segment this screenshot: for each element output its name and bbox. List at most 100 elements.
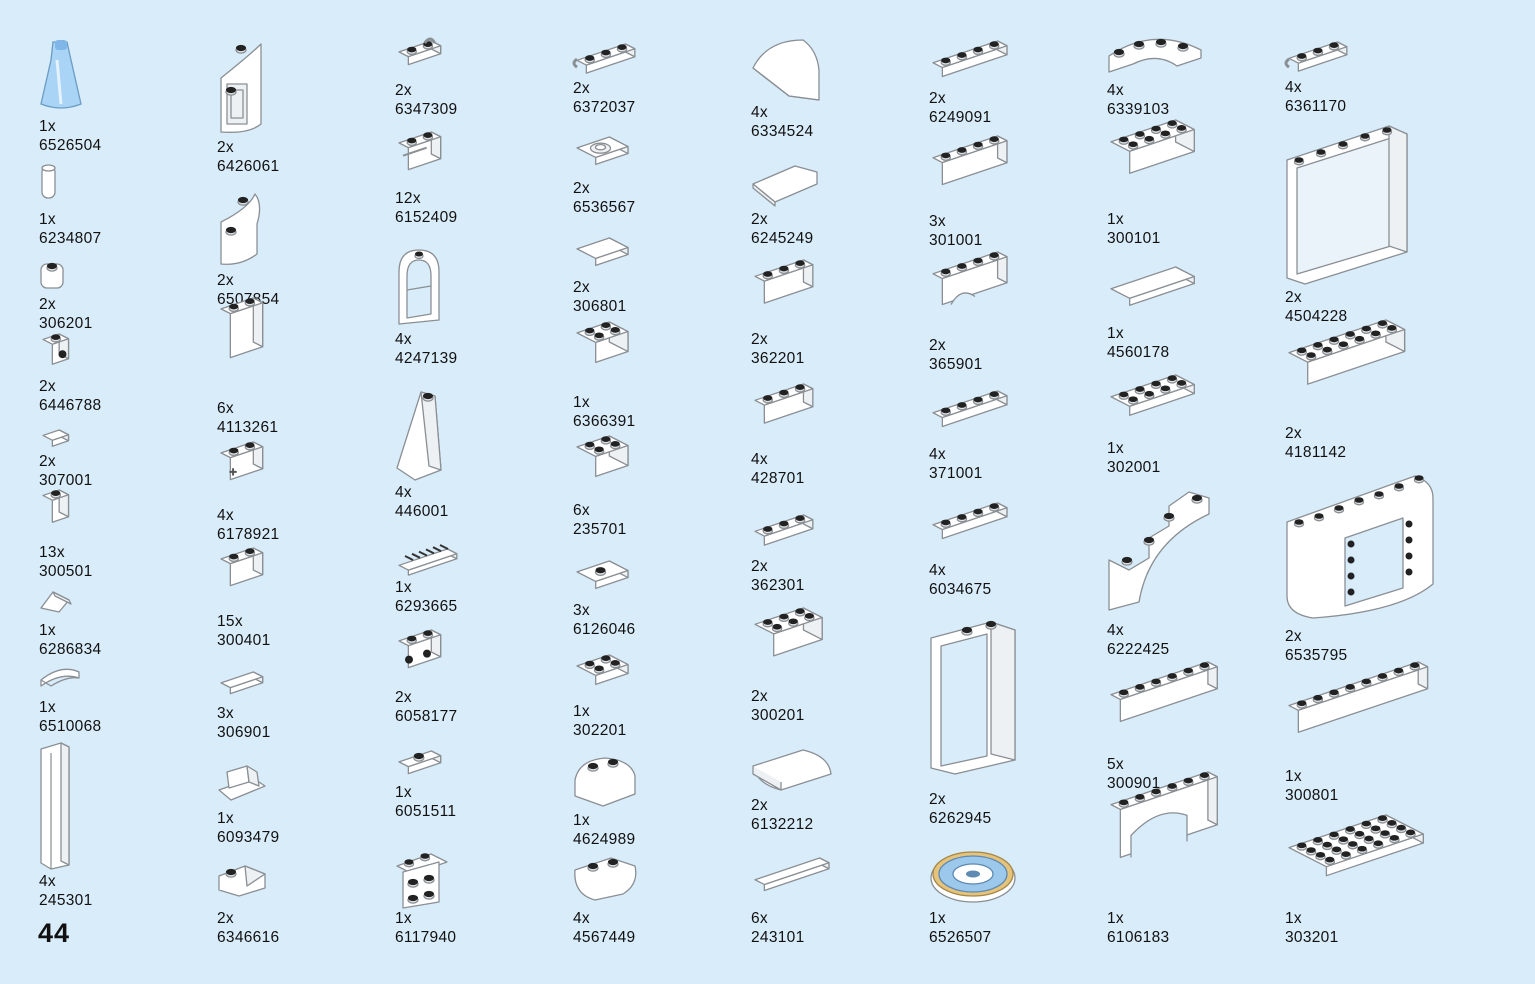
part-element-id: 428701 xyxy=(751,470,805,487)
tall-brick-1x2-icon xyxy=(217,297,269,362)
part-element-id: 302201 xyxy=(573,722,627,739)
part-element-id: 245301 xyxy=(39,892,93,909)
part-element-id: 302001 xyxy=(1107,459,1161,476)
part-quantity: 1x xyxy=(1107,910,1124,927)
part-quantity: 2x xyxy=(217,272,234,289)
part-element-id: 362301 xyxy=(751,577,805,594)
part-quantity: 2x xyxy=(573,180,590,197)
part-quantity: 4x xyxy=(395,331,412,348)
part-quantity: 4x xyxy=(751,451,768,468)
round-brick-icon xyxy=(39,258,67,292)
part-element-id: 6293665 xyxy=(395,598,458,615)
dress-piece-icon xyxy=(39,38,83,110)
part-quantity: 2x xyxy=(751,558,768,575)
arched-window-icon xyxy=(395,248,445,326)
brick-2x3-icon xyxy=(751,607,829,660)
tile-1x1-icon xyxy=(39,424,75,451)
part-element-id: 6536567 xyxy=(573,199,636,216)
part-element-id: 6366391 xyxy=(573,413,636,430)
page-number: 44 xyxy=(38,918,71,948)
part-element-id: 6347309 xyxy=(395,101,458,118)
part-element-id: 243101 xyxy=(751,929,805,946)
tile-1x4-icon xyxy=(751,852,835,895)
part-element-id: 6132212 xyxy=(751,816,814,833)
part-quantity: 2x xyxy=(395,689,412,706)
part-quantity: 1x xyxy=(1107,440,1124,457)
tile-2x2-icon xyxy=(573,233,634,270)
part-element-id: 6051511 xyxy=(395,803,457,820)
part-element-id: 6106183 xyxy=(1107,929,1170,946)
part-quantity: 1x xyxy=(395,784,412,801)
part-quantity: 2x xyxy=(929,90,946,107)
part-quantity: 1x xyxy=(1107,211,1124,228)
part-quantity: 1x xyxy=(39,118,56,135)
tile-1x2-icon xyxy=(217,666,269,698)
part-quantity: 2x xyxy=(751,331,768,348)
corner-brick-icon xyxy=(573,435,634,481)
bracket-plate-icon xyxy=(217,764,267,804)
wedge-tile-icon xyxy=(751,162,821,207)
part-quantity: 2x xyxy=(1285,425,1302,442)
part-element-id: 446001 xyxy=(395,503,449,520)
part-quantity: 2x xyxy=(573,80,590,97)
part-quantity: 3x xyxy=(929,213,946,230)
part-quantity: 1x xyxy=(573,394,590,411)
part-quantity: 3x xyxy=(573,602,590,619)
part-quantity: 1x xyxy=(395,910,412,927)
bracket-2x2-icon xyxy=(395,848,449,910)
part-element-id: 6361170 xyxy=(1285,98,1347,115)
part-element-id: 4560178 xyxy=(1107,344,1170,361)
part-element-id: 4504228 xyxy=(1285,308,1348,325)
part-element-id: 6152409 xyxy=(395,209,458,226)
part-element-id: 6117940 xyxy=(395,929,457,946)
part-element-id: 307001 xyxy=(39,472,93,489)
arch-1x6-icon xyxy=(1107,771,1224,862)
part-element-id: 300101 xyxy=(1107,230,1161,247)
part-quantity: 2x xyxy=(751,688,768,705)
part-quantity: 6x xyxy=(751,910,768,927)
part-element-id: 6334524 xyxy=(751,123,814,140)
arch-1x4-icon xyxy=(929,251,1013,309)
part-quantity: 1x xyxy=(1107,325,1124,342)
part-quantity: 2x xyxy=(395,82,412,99)
part-element-id: 6535795 xyxy=(1285,647,1348,664)
tile-2x4-icon xyxy=(1107,262,1201,310)
plate-4x6-icon xyxy=(1285,812,1430,880)
part-quantity: 2x xyxy=(217,910,234,927)
part-element-id: 6526504 xyxy=(39,137,102,154)
part-quantity: 4x xyxy=(1285,79,1302,96)
technic-brick-icon: ✚ xyxy=(217,441,269,484)
part-quantity: 2x xyxy=(751,211,768,228)
part-quantity: 2x xyxy=(39,296,56,313)
part-element-id: 4567449 xyxy=(573,929,636,946)
curved-brick-icon xyxy=(573,754,637,807)
round-tile-plate-icon xyxy=(573,132,634,169)
part-element-id: 6222425 xyxy=(1107,641,1170,658)
part-element-id: 6262945 xyxy=(929,810,992,827)
slope-cheese-icon xyxy=(217,862,267,898)
brick-1x4-icon xyxy=(929,135,1013,189)
brick-with-groove-icon xyxy=(395,131,447,174)
part-quantity: 1x xyxy=(573,703,590,720)
tall-slope-icon xyxy=(395,390,445,482)
part-quantity: 4x xyxy=(751,104,768,121)
plate-2x4-icon xyxy=(1107,372,1201,420)
part-quantity: 2x xyxy=(573,279,590,296)
part-quantity: 4x xyxy=(39,873,56,890)
part-quantity: 1x xyxy=(217,810,234,827)
brick-2x6-icon xyxy=(1285,319,1411,389)
part-element-id: 6372037 xyxy=(573,99,636,116)
brick-2x4-icon xyxy=(1107,119,1201,178)
brick-1x3-icon xyxy=(751,259,819,308)
part-quantity: 6x xyxy=(573,502,590,519)
curved-slope-2x3-icon xyxy=(751,746,833,794)
part-element-id: 235701 xyxy=(573,521,627,538)
brick-1x1-icon xyxy=(39,489,75,527)
plate-2x2-icon xyxy=(573,652,634,689)
part-element-id: 6286834 xyxy=(39,641,102,658)
